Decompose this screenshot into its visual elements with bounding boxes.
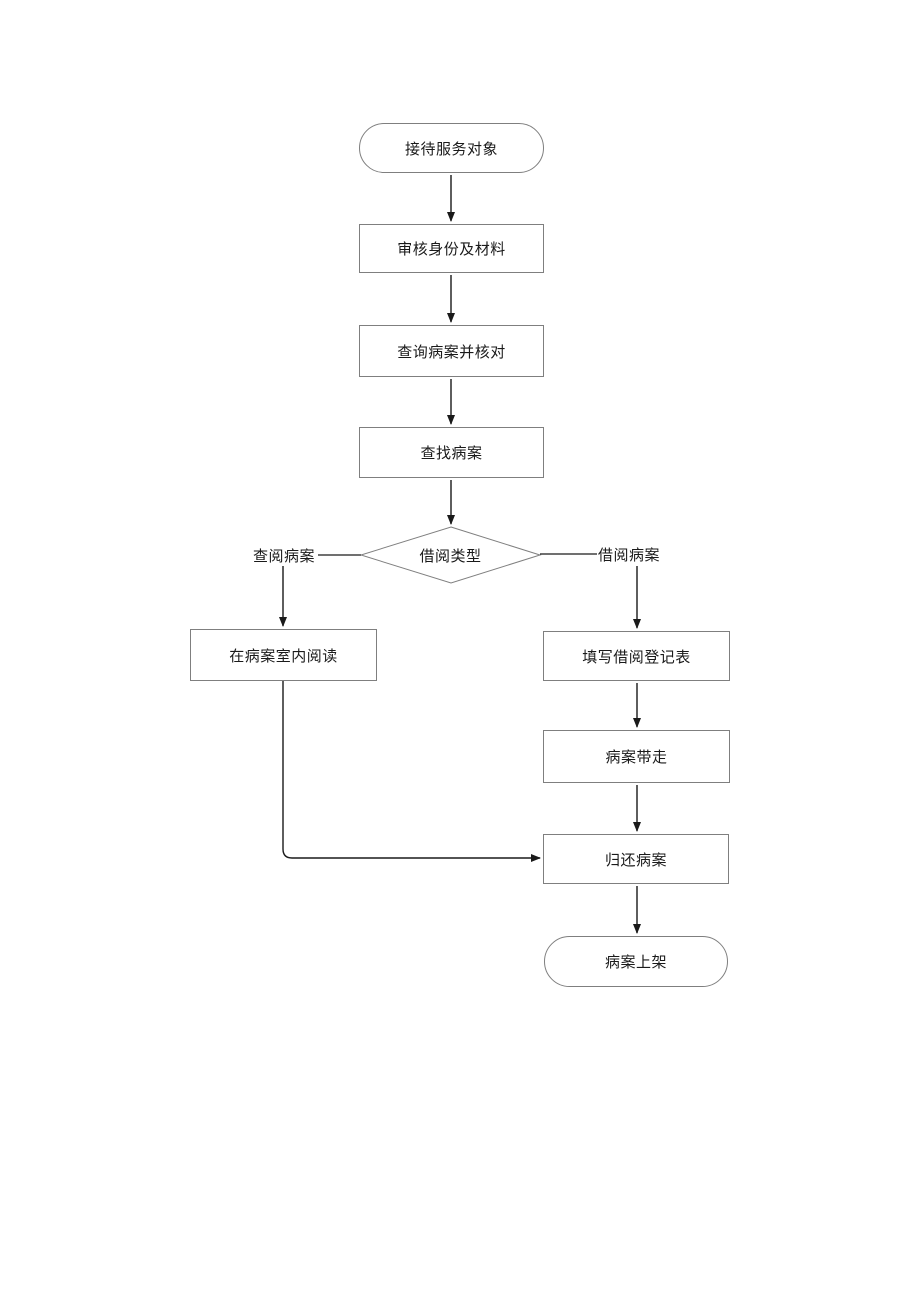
branch-label-consult: 查阅病案 [252, 548, 315, 565]
decision-diamond-shape [359, 526, 542, 584]
node-query-and-check: 查询病案并核对 [359, 325, 544, 377]
node-fill-register: 填写借阅登记表 [543, 631, 730, 681]
node-take-away: 病案带走 [543, 730, 730, 783]
node-end-terminator: 病案上架 [544, 936, 728, 987]
arrow-read-to-return-elbow [282, 681, 541, 862]
node-return-record: 归还病案 [543, 834, 729, 884]
node-find-record: 查找病案 [359, 427, 544, 478]
branch-label-borrow: 借阅病案 [597, 547, 660, 564]
node-decision-borrow-type: 借阅类型 [419, 548, 482, 565]
node-verify-identity: 审核身份及材料 [359, 224, 544, 273]
node-read-in-room: 在病案室内阅读 [190, 629, 377, 681]
node-start-terminator: 接待服务对象 [359, 123, 544, 173]
